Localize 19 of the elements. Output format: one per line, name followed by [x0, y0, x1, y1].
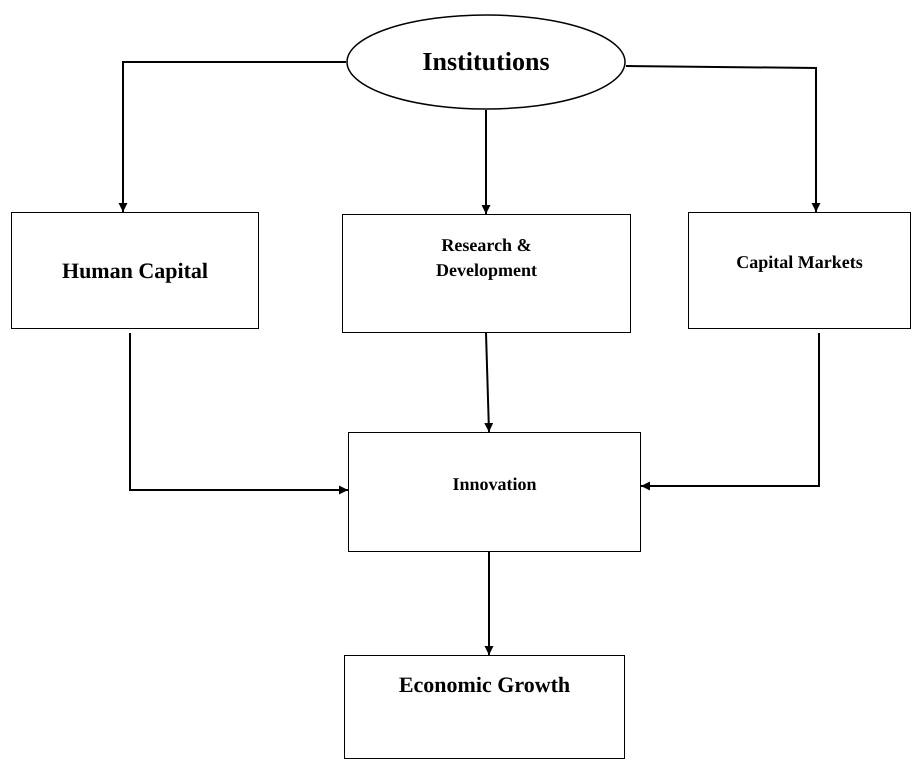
node-label: Institutions: [422, 46, 550, 78]
process-box: [11, 212, 259, 329]
process-box: [344, 655, 625, 759]
ellipse-node: [346, 14, 626, 110]
arrow: [484, 552, 494, 655]
process-box: [348, 432, 641, 552]
process-box: [688, 212, 911, 329]
node-label: Research & Development: [435, 234, 538, 282]
node-label: Innovation: [452, 472, 537, 496]
arrow: [626, 65, 820, 212]
node-label: Human Capital: [62, 256, 208, 285]
arrow: [484, 332, 494, 432]
process-box: [342, 214, 631, 333]
arrow: [129, 333, 348, 494]
arrow: [641, 333, 820, 490]
arrow: [118, 61, 346, 212]
arrow: [482, 110, 490, 214]
node-label: Capital Markets: [736, 251, 863, 274]
node-label: Economic Growth: [398, 671, 570, 700]
